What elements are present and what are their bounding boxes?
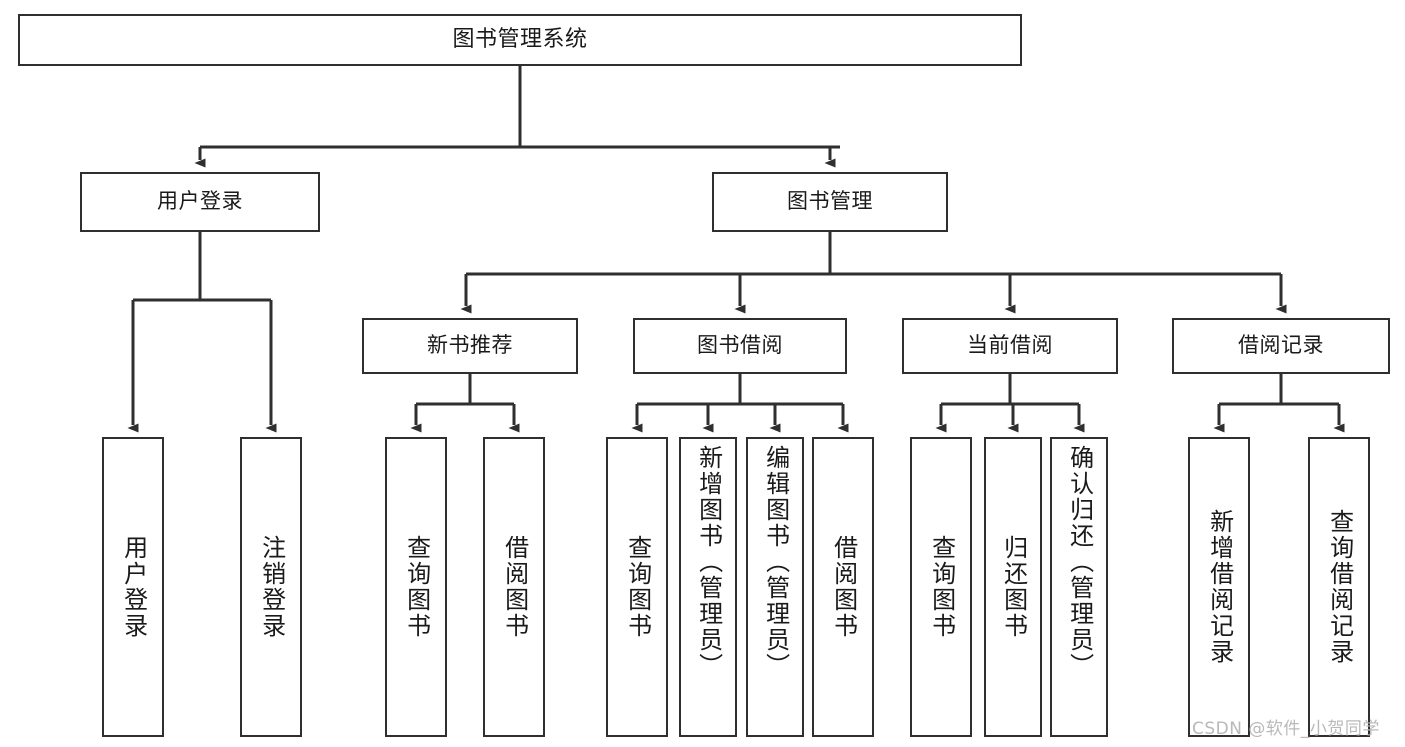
node-label: 注销登录 <box>257 535 286 639</box>
node-root-system[interactable]: 图书管理系统 <box>18 14 1022 66</box>
node-label: 新书推荐 <box>427 333 513 358</box>
node-label: 图书管理系统 <box>452 26 588 52</box>
leaf-query-book-recommend[interactable]: 查询图书 <box>385 437 447 737</box>
node-label: 确认归还（管理员） <box>1065 445 1094 679</box>
node-label: 当前借阅 <box>967 333 1053 358</box>
node-label: 新增借阅记录 <box>1205 509 1234 665</box>
leaf-edit-book-admin[interactable]: 编辑图书（管理员） <box>746 437 804 737</box>
leaf-borrow-book[interactable]: 借阅图书 <box>812 437 874 737</box>
node-label: 图书借阅 <box>697 333 783 358</box>
node-label: 归还图书 <box>999 535 1028 639</box>
leaf-user-login[interactable]: 用户登录 <box>102 437 164 737</box>
node-label: 借阅图书 <box>500 535 529 639</box>
node-label: 用户登录 <box>119 535 148 639</box>
node-label: 查询图书 <box>623 535 652 639</box>
node-borrow-record[interactable]: 借阅记录 <box>1172 318 1390 374</box>
node-label: 查询图书 <box>927 535 956 639</box>
node-current-borrow[interactable]: 当前借阅 <box>902 318 1118 374</box>
leaf-add-book-admin[interactable]: 新增图书（管理员） <box>679 437 737 737</box>
node-new-book-recommend[interactable]: 新书推荐 <box>362 318 578 374</box>
node-label: 查询借阅记录 <box>1325 509 1354 665</box>
node-label: 借阅图书 <box>829 535 858 639</box>
leaf-borrow-book-recommend[interactable]: 借阅图书 <box>483 437 545 737</box>
leaf-query-book-borrow[interactable]: 查询图书 <box>606 437 668 737</box>
node-book-manage[interactable]: 图书管理 <box>712 172 948 232</box>
leaf-query-borrow-record[interactable]: 查询借阅记录 <box>1308 437 1370 737</box>
leaf-confirm-return-admin[interactable]: 确认归还（管理员） <box>1050 437 1108 737</box>
node-book-borrow[interactable]: 图书借阅 <box>633 318 847 374</box>
node-label: 图书管理 <box>787 189 873 214</box>
leaf-add-borrow-record[interactable]: 新增借阅记录 <box>1188 437 1250 737</box>
leaf-return-book[interactable]: 归还图书 <box>984 437 1042 737</box>
node-label: 编辑图书（管理员） <box>761 445 790 679</box>
node-label: 用户登录 <box>157 189 243 214</box>
leaf-logout[interactable]: 注销登录 <box>240 437 302 737</box>
node-user-login[interactable]: 用户登录 <box>80 172 320 232</box>
node-label: 查询图书 <box>402 535 431 639</box>
node-label: 借阅记录 <box>1238 333 1324 358</box>
leaf-query-book-current[interactable]: 查询图书 <box>910 437 972 737</box>
csdn-watermark: CSDN @软件_小贺同学 <box>1192 719 1380 739</box>
node-label: 新增图书（管理员） <box>694 445 723 679</box>
